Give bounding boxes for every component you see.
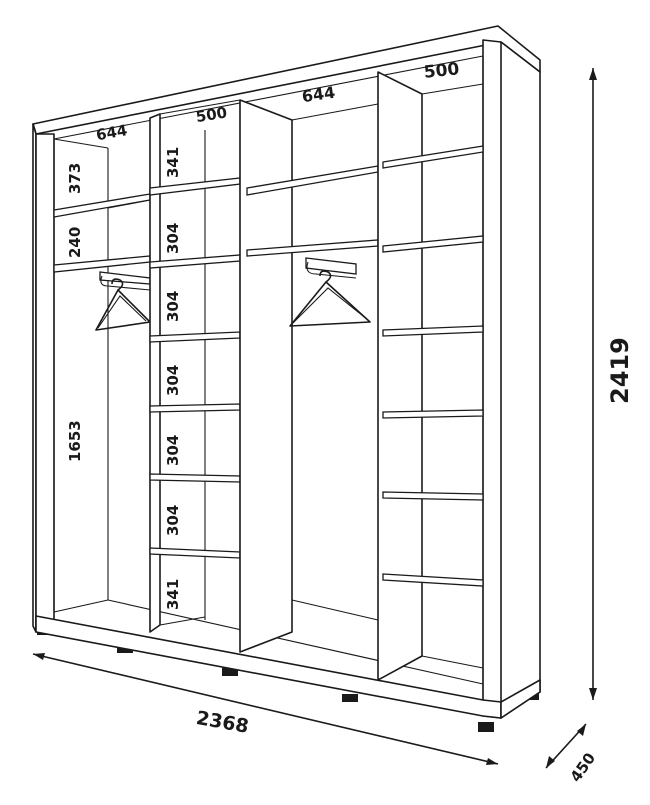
section-2-width-label: 500: [195, 103, 229, 126]
height-dimension-line: [589, 68, 597, 700]
section-3-width-label: 644: [301, 83, 337, 106]
width-dimension-line: [32, 653, 499, 765]
section-1-height-label: 1653: [66, 420, 84, 462]
section-1-width-label: 644: [95, 121, 129, 144]
total-width-label: 2368: [194, 707, 250, 738]
section-1-height-label: 240: [66, 227, 84, 258]
depth-label: 450: [566, 749, 599, 785]
section-1-height-label: 373: [66, 163, 84, 194]
section-2-height-label: 341: [164, 147, 182, 178]
section-1-interior: [53, 138, 151, 600]
section-2-height-label: 341: [164, 579, 182, 610]
section-2-height-label: 304: [164, 435, 182, 466]
section-4-interior: [377, 71, 484, 681]
section-2-height-label: 304: [164, 291, 182, 322]
total-height-label: 2419: [606, 337, 634, 404]
section-2-height-label: 304: [164, 505, 182, 536]
section-2-height-label: 304: [164, 223, 182, 254]
hanger-icon: [95, 278, 151, 331]
hanger-icon: [289, 270, 371, 327]
depth-dimension-line: [545, 723, 587, 769]
section-2-height-label: 304: [164, 365, 182, 396]
section-4-width-label: 500: [423, 59, 461, 83]
section-3-interior: [239, 99, 379, 653]
wardrobe-carcass: [32, 25, 541, 719]
